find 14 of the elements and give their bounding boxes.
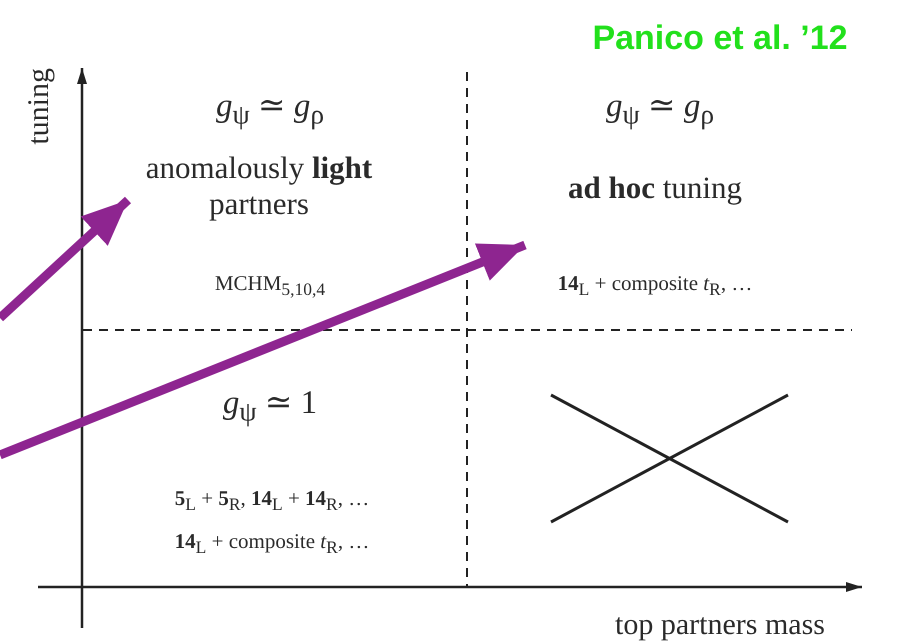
- coupling-formula: g$_{ψ}$ ≃ 1: [222, 385, 318, 427]
- model-label: MCHM$_{5,10,4}$: [214, 272, 326, 300]
- region-label: anomalously light partners: [144, 150, 374, 222]
- axis-label: top partners mass: [615, 608, 825, 641]
- model-label: 5$_{L}$ + 5$_{R}$, 14$_{L}$ + 14$_{R}$, …: [174, 487, 370, 514]
- credit-text: Panico et al. ’12: [592, 20, 848, 58]
- coupling-formula: g$_{ψ}$ ≃ g$_{ρ}$: [606, 88, 714, 130]
- arrow: [0, 196, 132, 322]
- model-label: 14$_{L}$ + composite t$_{R}$, …: [558, 272, 752, 300]
- axis-label: tuning: [22, 68, 55, 145]
- region-label: ad hoc tuning: [568, 170, 742, 206]
- model-label: 14$_{L}$ + composite t$_{R}$, …: [174, 530, 370, 558]
- arrow: [0, 240, 527, 460]
- coupling-formula: g$_{ψ}$ ≃ g$_{ρ}$: [216, 88, 324, 130]
